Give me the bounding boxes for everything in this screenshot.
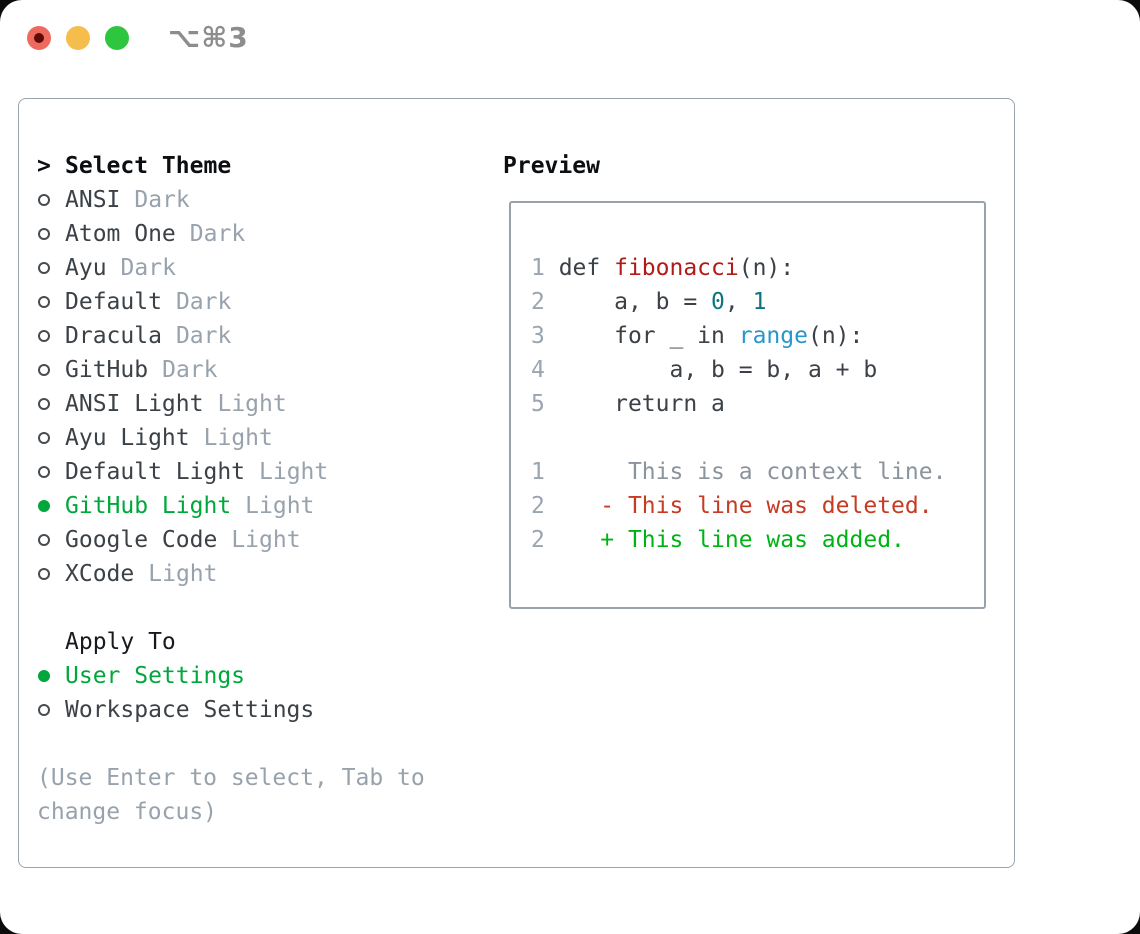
diff-added-line: 2 + This line was added. xyxy=(531,523,946,557)
radio-icon xyxy=(38,228,50,240)
number-token: 0 xyxy=(711,289,725,315)
theme-variant: Dark xyxy=(175,323,232,349)
preview-pane: 1 def fibonacci(n): 2 a, b = 0, 1 3 for … xyxy=(509,201,986,609)
spacer-row xyxy=(37,727,425,761)
radio-icon xyxy=(38,534,50,546)
theme-option-github-dark[interactable]: GitHub Dark xyxy=(37,353,425,387)
radio-icon xyxy=(38,262,50,274)
theme-variant: Light xyxy=(203,425,273,451)
deleted-text: - This line was deleted. xyxy=(600,493,933,519)
theme-option-ayu-dark[interactable]: Ayu Dark xyxy=(37,251,425,285)
context-text: This is a context line. xyxy=(627,459,947,485)
code-line: 4 a, b = b, a + b xyxy=(531,357,878,383)
theme-option-ayu-light[interactable]: Ayu Light Light xyxy=(37,421,425,455)
spacer-row xyxy=(37,591,425,625)
theme-option-xcode-light[interactable]: XCode Light xyxy=(37,557,425,591)
line-number: 1 xyxy=(531,255,559,281)
apply-option-user-settings[interactable]: User Settings xyxy=(37,659,425,693)
theme-variant: Dark xyxy=(120,255,176,281)
radio-selected-icon xyxy=(38,500,50,512)
main-panel: > Select Theme ANSI Dark Atom One Dark A… xyxy=(18,98,1015,868)
prompt-icon: > xyxy=(37,153,51,179)
code-line: 3 for _ in range(n): xyxy=(531,323,864,349)
line-number: 2 xyxy=(531,289,559,315)
theme-option-dracula-dark[interactable]: Dracula Dark xyxy=(37,319,425,353)
radio-icon xyxy=(38,296,50,308)
theme-variant: Dark xyxy=(175,289,232,315)
theme-variant: Light xyxy=(148,561,218,587)
theme-name: Google Code xyxy=(65,527,218,553)
line-number: 2 xyxy=(531,493,545,519)
preview-code: 1 def fibonacci(n): 2 a, b = 0, 1 3 for … xyxy=(531,251,946,557)
close-button[interactable] xyxy=(27,26,51,50)
radio-icon xyxy=(38,568,50,580)
theme-variant: Light xyxy=(231,527,301,553)
theme-name: GitHub xyxy=(65,357,149,383)
diff-context-line: 1 This is a context line. xyxy=(531,455,946,489)
theme-option-default-light[interactable]: Default Light Light xyxy=(37,455,425,489)
theme-option-ansi-dark[interactable]: ANSI Dark xyxy=(37,183,425,217)
zoom-button[interactable] xyxy=(105,26,129,50)
builtin-token: range xyxy=(738,323,808,349)
hint-text-line2: change focus) xyxy=(37,799,218,825)
minimize-button[interactable] xyxy=(66,26,90,50)
code-line: 5 return a xyxy=(531,391,725,417)
theme-option-default-dark[interactable]: Default Dark xyxy=(37,285,425,319)
line-number: 3 xyxy=(531,323,559,349)
line-number: 2 xyxy=(531,527,545,553)
theme-name: Atom One xyxy=(65,221,176,247)
theme-name: Default Light xyxy=(65,459,246,485)
theme-variant: Dark xyxy=(189,221,246,247)
theme-name: ANSI xyxy=(65,187,121,213)
radio-icon xyxy=(38,432,50,444)
function-name-token: fibonacci xyxy=(614,255,739,281)
theme-name: Default xyxy=(65,289,162,315)
select-theme-title: Select Theme xyxy=(65,153,232,179)
theme-variant: Dark xyxy=(134,187,190,213)
theme-variant: Light xyxy=(245,493,315,519)
theme-variant: Light xyxy=(217,391,287,417)
title-bar: ⌥⌘3 xyxy=(0,0,1140,74)
theme-variant: Dark xyxy=(162,357,218,383)
theme-list: > Select Theme ANSI Dark Atom One Dark A… xyxy=(37,149,425,829)
theme-name: ANSI Light xyxy=(65,391,204,417)
theme-variant: Light xyxy=(259,459,329,485)
theme-name: Ayu xyxy=(65,255,107,281)
radio-icon xyxy=(38,364,50,376)
number-token: 1 xyxy=(752,289,767,315)
theme-name: GitHub Light xyxy=(65,493,232,519)
radio-selected-icon xyxy=(38,670,50,682)
line-number: 1 xyxy=(531,459,545,485)
radio-icon xyxy=(38,194,50,206)
theme-name: Dracula xyxy=(65,323,162,349)
diff-deleted-line: 2 - This line was deleted. xyxy=(531,489,946,523)
radio-icon xyxy=(38,330,50,342)
apply-option-label: User Settings xyxy=(65,663,246,689)
radio-icon xyxy=(38,704,50,716)
theme-option-github-light[interactable]: GitHub Light Light xyxy=(37,489,425,523)
apply-option-label: Workspace Settings xyxy=(65,697,315,723)
preview-title: Preview xyxy=(503,153,600,179)
radio-icon xyxy=(38,398,50,410)
hint-text-line1: (Use Enter to select, Tab to xyxy=(37,765,425,791)
line-number: 4 xyxy=(531,357,559,383)
apply-to-title: Apply To xyxy=(65,629,176,655)
theme-option-ansi-light[interactable]: ANSI Light Light xyxy=(37,387,425,421)
code-line: 1 def fibonacci(n): xyxy=(531,255,795,281)
theme-name: XCode xyxy=(65,561,135,587)
added-text: + This line was added. xyxy=(600,527,905,553)
theme-option-google-code-light[interactable]: Google Code Light xyxy=(37,523,425,557)
spacer-line xyxy=(531,421,946,455)
line-number: 5 xyxy=(531,391,559,417)
theme-option-atom-one-dark[interactable]: Atom One Dark xyxy=(37,217,425,251)
code-line: 2 a, b = 0, 1 xyxy=(531,289,767,315)
theme-name: Ayu Light xyxy=(65,425,190,451)
select-theme-header: > Select Theme xyxy=(37,149,425,183)
radio-icon xyxy=(38,466,50,478)
window-title: ⌥⌘3 xyxy=(168,21,249,54)
apply-option-workspace-settings[interactable]: Workspace Settings xyxy=(37,693,425,727)
apply-to-header: Apply To xyxy=(37,625,425,659)
